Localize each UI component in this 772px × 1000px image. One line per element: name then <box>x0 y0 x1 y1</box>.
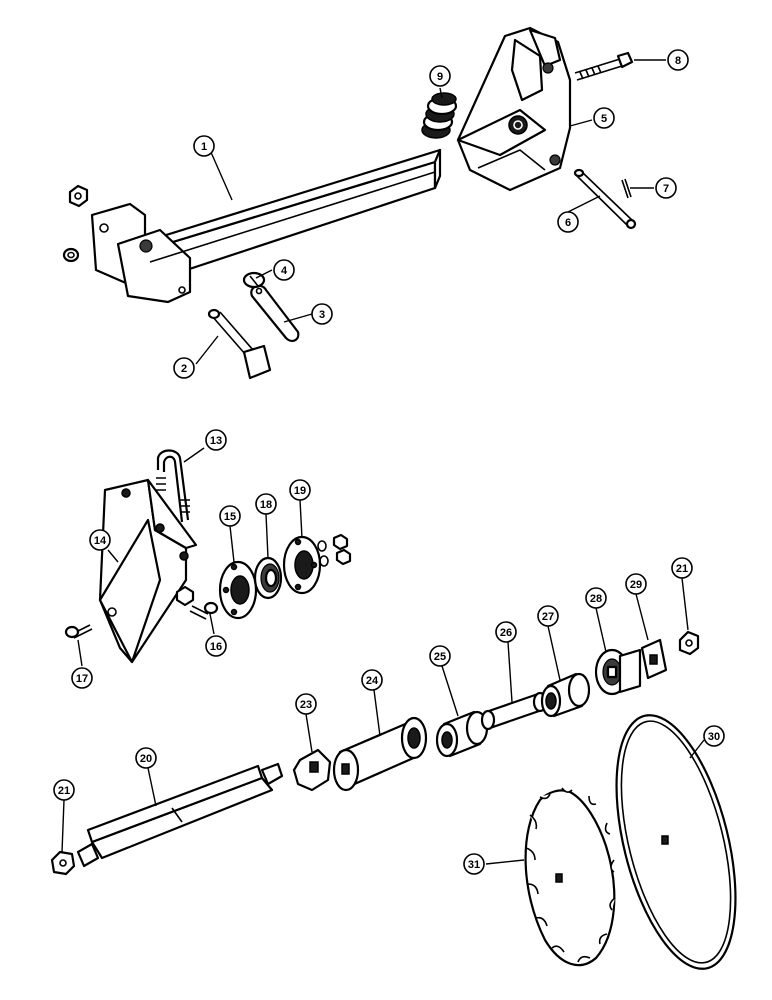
part-24-spool <box>332 716 428 792</box>
part-15-flange <box>218 560 258 620</box>
callout-4: 4 <box>273 259 295 281</box>
part-20-square-shaft <box>76 762 284 868</box>
callout-30: 30 <box>703 725 725 747</box>
svg-text:7: 7 <box>663 183 669 195</box>
part-21-nut-right <box>678 630 700 656</box>
part-27-bushing <box>540 672 591 718</box>
callout-29: 29 <box>625 573 647 595</box>
svg-text:27: 27 <box>542 611 554 623</box>
svg-text:2: 2 <box>181 363 187 375</box>
svg-text:16: 16 <box>210 641 222 653</box>
callout-19: 19 <box>289 479 311 501</box>
callout-2: 2 <box>173 357 195 379</box>
hex-nut-upper <box>68 184 89 208</box>
part-7-cotter-pin <box>621 178 632 199</box>
callout-28: 28 <box>585 587 607 609</box>
svg-text:23: 23 <box>300 699 312 711</box>
callout-18: 18 <box>255 493 277 515</box>
callout-7: 7 <box>655 177 677 199</box>
callout-23: 23 <box>295 693 317 715</box>
part-13-u-bolt <box>156 449 190 523</box>
flange-hardware <box>317 533 352 567</box>
svg-text:19: 19 <box>294 485 306 497</box>
callout-9: 9 <box>429 65 451 87</box>
part-14-mount-bracket <box>98 478 198 664</box>
part-1-arm <box>90 148 442 304</box>
part-23-plate <box>292 748 332 792</box>
svg-text:8: 8 <box>675 55 681 67</box>
part-26-tube <box>480 691 548 731</box>
svg-text:31: 31 <box>468 859 480 871</box>
part-17-bolt <box>64 624 93 639</box>
svg-text:17: 17 <box>76 673 88 685</box>
callout-24: 24 <box>361 669 383 691</box>
callout-13: 13 <box>205 429 227 451</box>
callout-17: 17 <box>71 667 93 689</box>
part-19-flange <box>282 535 322 595</box>
callout-15: 15 <box>219 505 241 527</box>
svg-text:14: 14 <box>94 535 107 547</box>
part-3-pin <box>250 284 300 342</box>
callout-6: 6 <box>557 211 579 233</box>
callout-21-right: 21 <box>671 557 693 579</box>
part-16-bolt <box>189 601 219 620</box>
svg-text:1: 1 <box>201 141 207 153</box>
svg-text:15: 15 <box>224 511 236 523</box>
leader-lines <box>61 59 705 865</box>
callout-5: 5 <box>593 107 615 129</box>
callout-26: 26 <box>495 621 517 643</box>
svg-text:21: 21 <box>676 563 688 575</box>
svg-text:30: 30 <box>708 731 720 743</box>
callout-25: 25 <box>429 645 451 667</box>
callout-14: 14 <box>89 529 111 551</box>
svg-text:9: 9 <box>437 71 443 83</box>
part-25-bushing <box>435 710 489 758</box>
svg-text:28: 28 <box>590 593 602 605</box>
svg-text:26: 26 <box>500 627 512 639</box>
callout-31: 31 <box>463 853 485 875</box>
part-30-plain-disc <box>615 714 737 970</box>
callout-3: 3 <box>311 303 333 325</box>
svg-text:29: 29 <box>630 579 642 591</box>
callout-20: 20 <box>135 747 157 769</box>
part-28-end-cap <box>594 648 642 696</box>
part-6-long-pin <box>573 168 637 230</box>
svg-text:3: 3 <box>319 309 325 321</box>
part-8-bolt <box>574 51 634 81</box>
hex-nut-bracket <box>175 585 195 607</box>
callout-27: 27 <box>537 605 559 627</box>
part-18-bearing <box>253 556 283 600</box>
svg-text:5: 5 <box>601 113 607 125</box>
part-31-notched-disc <box>524 787 616 967</box>
svg-text:18: 18 <box>260 499 272 511</box>
part-2-clevis-pin <box>207 308 272 380</box>
svg-text:25: 25 <box>434 651 446 663</box>
svg-text:24: 24 <box>366 675 379 687</box>
svg-text:21: 21 <box>58 785 70 797</box>
part-9-spring <box>421 92 458 139</box>
svg-text:6: 6 <box>565 217 571 229</box>
callout-16: 16 <box>205 635 227 657</box>
svg-text:4: 4 <box>281 265 288 277</box>
part-21-nut-left <box>50 850 76 876</box>
part-5-bracket <box>456 26 572 192</box>
lock-washer-upper <box>62 247 80 263</box>
callout-1: 1 <box>193 135 215 157</box>
svg-text:13: 13 <box>210 435 222 447</box>
part-29-square-washer <box>640 638 668 680</box>
callout-21-left: 21 <box>53 779 75 801</box>
svg-text:20: 20 <box>140 753 152 765</box>
callout-8: 8 <box>667 49 689 71</box>
